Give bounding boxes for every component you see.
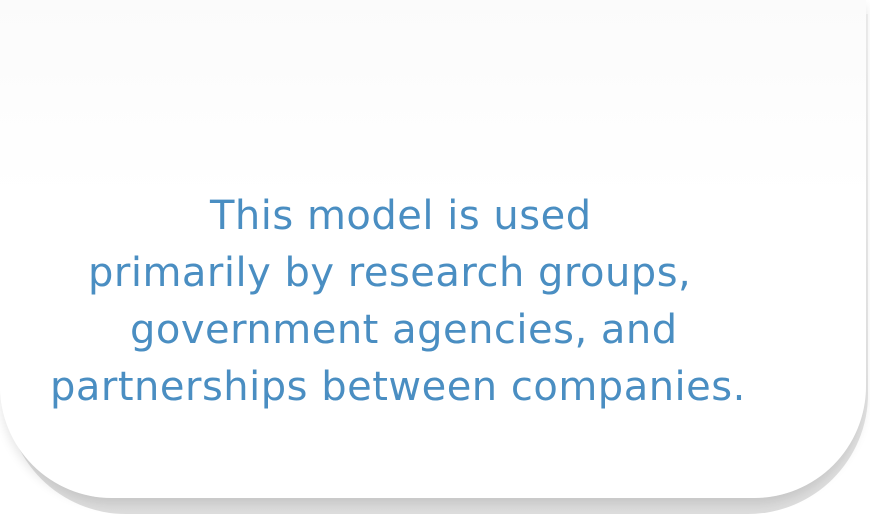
- card-text-line-1: This model is used: [210, 193, 592, 239]
- card-text-line-4: partnerships between companies.: [50, 364, 746, 410]
- card-text-line-3: government agencies, and: [130, 307, 678, 353]
- card-text: This model is used primarily by research…: [0, 188, 870, 416]
- card-text-line-2: primarily by research groups,: [88, 250, 692, 296]
- text-card: [0, 0, 866, 498]
